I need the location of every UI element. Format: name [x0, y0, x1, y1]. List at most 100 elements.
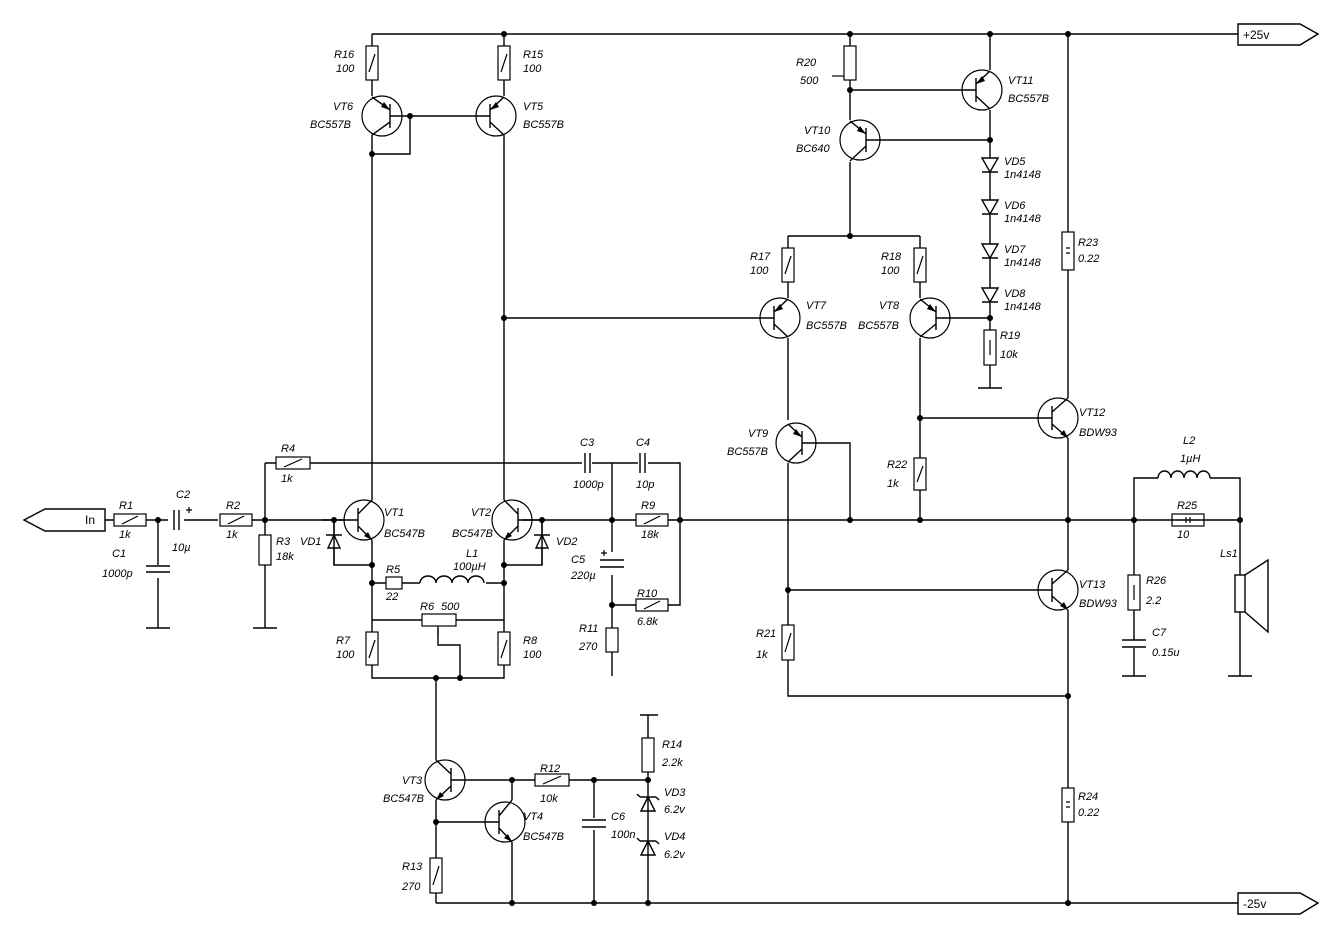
resistor-R10-symbol [635, 598, 669, 612]
label-R7-value: 100 [336, 649, 355, 661]
label-VT6-value: BC557B [310, 119, 351, 131]
label-R17-value: 100 [750, 265, 769, 277]
diode-VD7-symbol [980, 243, 1000, 260]
label-R12-value: 10k [540, 793, 558, 805]
label-VT10-value: BC640 [796, 143, 831, 155]
resistor-R19-symbol [983, 329, 997, 366]
loudspeaker-Ls1-symbol [1234, 558, 1269, 634]
label-VT8-value: BC557B [858, 320, 899, 332]
transistor-VT13-symbol [1037, 569, 1079, 611]
inductor-L2-symbol [1157, 470, 1211, 479]
label-VT2-value: BC547B [452, 528, 493, 540]
label-VD4-ref: VD4 [664, 831, 685, 843]
label-VD3-value: 6.2v [664, 804, 686, 816]
positive-rail-label: +25v [1243, 28, 1269, 42]
label-C4-ref: C4 [636, 437, 650, 449]
label-R14-ref: R14 [662, 739, 682, 751]
label-R4-ref: R4 [281, 443, 295, 455]
label-VT1-ref: VT1 [384, 507, 404, 519]
negative-rail-label: -25v [1243, 897, 1266, 911]
label-Ls1-ref: Ls1 [1220, 548, 1238, 560]
label-VT5-ref: VT5 [523, 101, 544, 113]
diode-VD6-symbol [980, 199, 1000, 216]
resistor-R23-symbol [1061, 231, 1075, 271]
label-R20-ref: R20 [796, 57, 817, 69]
label-R18-ref: R18 [881, 251, 902, 263]
label-R1-ref: R1 [119, 500, 133, 512]
label-L2-ref: L2 [1183, 435, 1195, 447]
label-VD5-value: 1n4148 [1004, 169, 1042, 181]
capacitor-C4-symbol [639, 453, 646, 473]
diode-VD5-symbol [980, 157, 1000, 174]
transistor-VT5-symbol [475, 95, 517, 137]
label-C1-ref: C1 [112, 548, 126, 560]
label-R23-value: 0.22 [1078, 253, 1099, 265]
resistor-R25-symbol [1171, 513, 1205, 527]
label-VT7-ref: VT7 [806, 300, 827, 312]
label-R3-value: 18k [276, 551, 294, 563]
label-R19-ref: R19 [1000, 330, 1020, 342]
label-VT9-ref: VT9 [748, 428, 768, 440]
label-R16-value: 100 [336, 63, 355, 75]
label-R5-value: 22 [385, 591, 398, 603]
label-VD6-value: 1n4148 [1004, 213, 1042, 225]
resistor-R17-symbol [781, 247, 795, 283]
label-C2-value: 10µ [172, 542, 191, 554]
resistor-R13-symbol [429, 857, 443, 894]
label-R26-ref: R26 [1146, 575, 1167, 587]
label-VT4-ref: VT4 [523, 811, 543, 823]
capacitor-C3-symbol [584, 453, 591, 473]
label-R5-ref: R5 [386, 564, 401, 576]
label-C4-value: 10p [636, 479, 654, 491]
label-VD2-ref: VD2 [556, 536, 577, 548]
transistor-VT11-symbol [961, 69, 1003, 111]
label-VT8-ref: VT8 [879, 300, 900, 312]
label-VD8-ref: VD8 [1004, 288, 1026, 300]
label-VT12-ref: VT12 [1079, 407, 1105, 419]
resistor-R2-symbol [219, 513, 253, 527]
label-C3-ref: C3 [580, 437, 595, 449]
label-C1-value: 1000p [102, 568, 133, 580]
transistor-VT2-symbol [491, 499, 533, 541]
label-R3-ref: R3 [276, 536, 291, 548]
inductor-L1-symbol [419, 575, 485, 584]
label-R17-ref: R17 [750, 251, 771, 263]
label-VD3-ref: VD3 [664, 787, 686, 799]
label-VT13-value: BDW93 [1079, 598, 1118, 610]
label-R21-value: 1k [756, 649, 768, 661]
capacitor-C2-symbol [173, 507, 192, 530]
label-R19-value: 10k [1000, 349, 1018, 361]
label-L2-value: 1µH [1180, 453, 1200, 465]
label-R14-value: 2.2k [661, 757, 683, 769]
wires [105, 33, 1252, 904]
label-R10-value: 6.8k [637, 616, 658, 628]
label-R6-ref: R6 [420, 601, 435, 613]
diode-VD2-symbol [534, 520, 550, 565]
resistor-R7-symbol [365, 631, 379, 666]
capacitor-C1-symbol [146, 565, 170, 573]
resistor-R20-symbol [832, 45, 857, 81]
resistor-R11-symbol [605, 627, 619, 653]
diode-VD1-symbol [326, 520, 342, 565]
label-R4-value: 1k [281, 473, 293, 485]
label-R16-ref: R16 [334, 49, 355, 61]
junction-dots [155, 31, 1243, 906]
label-R25-value: 10 [1177, 529, 1190, 541]
label-R8-ref: R8 [523, 635, 538, 647]
label-R15-value: 100 [523, 63, 542, 75]
label-VD7-ref: VD7 [1004, 244, 1026, 256]
label-C6-value: 100n [611, 829, 635, 841]
transistor-VT9-symbol [775, 422, 817, 464]
resistor-R5-symbol [385, 576, 403, 590]
label-R8-value: 100 [523, 649, 542, 661]
label-R20-value: 500 [800, 75, 819, 87]
capacitor-C5-symbol [600, 550, 624, 568]
label-R11-ref: R11 [579, 623, 598, 635]
label-R9-ref: R9 [641, 500, 655, 512]
transistor-VT1-symbol [343, 499, 385, 541]
label-R22-value: 1k [887, 478, 899, 490]
label-C7-value: 0.15u [1152, 647, 1180, 659]
label-C7-ref: C7 [1152, 627, 1167, 639]
transistor-VT7-symbol [759, 297, 801, 339]
